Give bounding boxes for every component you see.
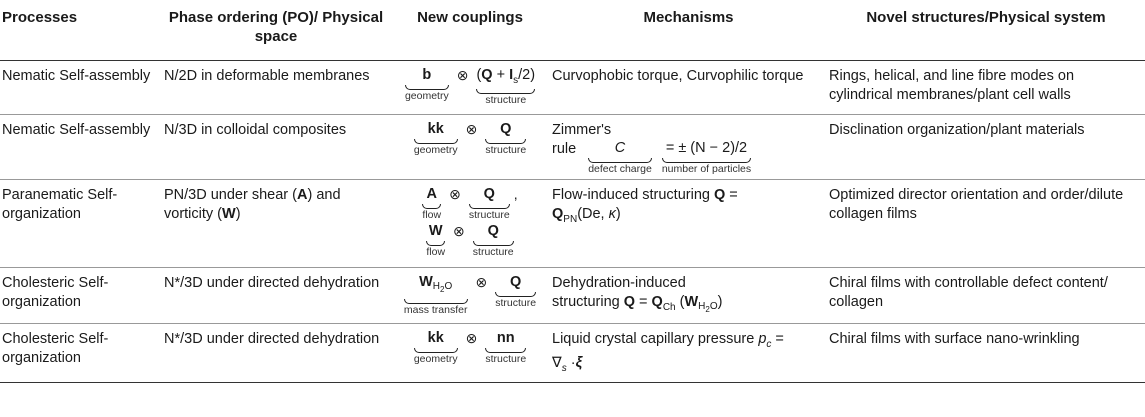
table-row: Nematic Self-assembly N/2D in deformable… <box>0 60 1145 115</box>
tensor-product-symbol: ⊗ <box>449 185 461 202</box>
table-row: Cholesteric Self-organization N*/3D unde… <box>0 267 1145 325</box>
process-cell: Nematic Self-assembly <box>0 114 162 180</box>
table-row: Cholesteric Self-organization N*/3D unde… <box>0 323 1145 384</box>
tensor-product-symbol: ⊗ <box>456 66 469 83</box>
header-couplings: New couplings <box>390 0 550 61</box>
novel-cell: Chiral films with controllable defect co… <box>827 267 1145 325</box>
process-cell: Cholesteric Self-organization <box>0 267 162 325</box>
coupling-term: b geometry <box>404 66 449 102</box>
novel-cell: Rings, helical, and line fibre modes on … <box>827 60 1145 115</box>
header-novel: Novel structures/Physical system <box>827 0 1145 61</box>
header-mechanisms: Mechanisms <box>550 0 827 61</box>
novel-cell: Optimized director orientation and order… <box>827 179 1145 268</box>
process-cell: Paranematic Self-organization <box>0 179 162 268</box>
phase-cell: N/3D in colloidal composites <box>162 114 390 180</box>
tensor-product-symbol: ⊗ <box>475 273 488 290</box>
phase-cell: N*/3D under directed dehydration <box>162 323 390 384</box>
tensor-product-symbol: ⊗ <box>453 222 465 239</box>
header-processes: Processes <box>0 0 162 61</box>
header-row: Processes Phase ordering (PO)/ Physical … <box>0 0 1145 61</box>
table-row: Nematic Self-assembly N/3D in colloidal … <box>0 114 1145 180</box>
header-phase: Phase ordering (PO)/ Physical space <box>162 0 390 61</box>
phase-cell: N/2D in deformable membranes <box>162 60 390 115</box>
coupling-term: Q structure <box>485 120 527 156</box>
phase-cell: PN/3D under shear (A) and vorticity (W) <box>162 179 390 268</box>
process-cell: Cholesteric Self-organization <box>0 323 162 384</box>
mechanism-cell: Curvophobic torque, Curvophilic torque <box>550 60 827 115</box>
mechanism-cell: Flow-induced structuring Q =QPN(De, κ) <box>550 179 827 268</box>
table-row: Paranematic Self-organization PN/3D unde… <box>0 179 1145 268</box>
tensor-product-symbol: ⊗ <box>465 330 478 347</box>
coupling-term: (Q + Is/2) structure <box>476 66 536 107</box>
process-cell: Nematic Self-assembly <box>0 60 162 115</box>
tensor-product-symbol: ⊗ <box>465 120 478 137</box>
coupling-term: kk geometry <box>413 120 458 156</box>
coupling-cell: kk geometry ⊗ Q structure <box>390 114 550 180</box>
coupling-cell: b geometry ⊗ (Q + Is/2) structure <box>390 60 550 115</box>
phase-cell: N*/3D under directed dehydration <box>162 267 390 325</box>
novel-cell: Disclination organization/plant material… <box>827 114 1145 180</box>
couplings-table: Processes Phase ordering (PO)/ Physical … <box>0 0 1145 384</box>
mechanism-cell: Liquid crystal capillary pressure pc =∇s… <box>550 323 827 384</box>
novel-cell: Chiral films with surface nano-wrinkling <box>827 323 1145 384</box>
